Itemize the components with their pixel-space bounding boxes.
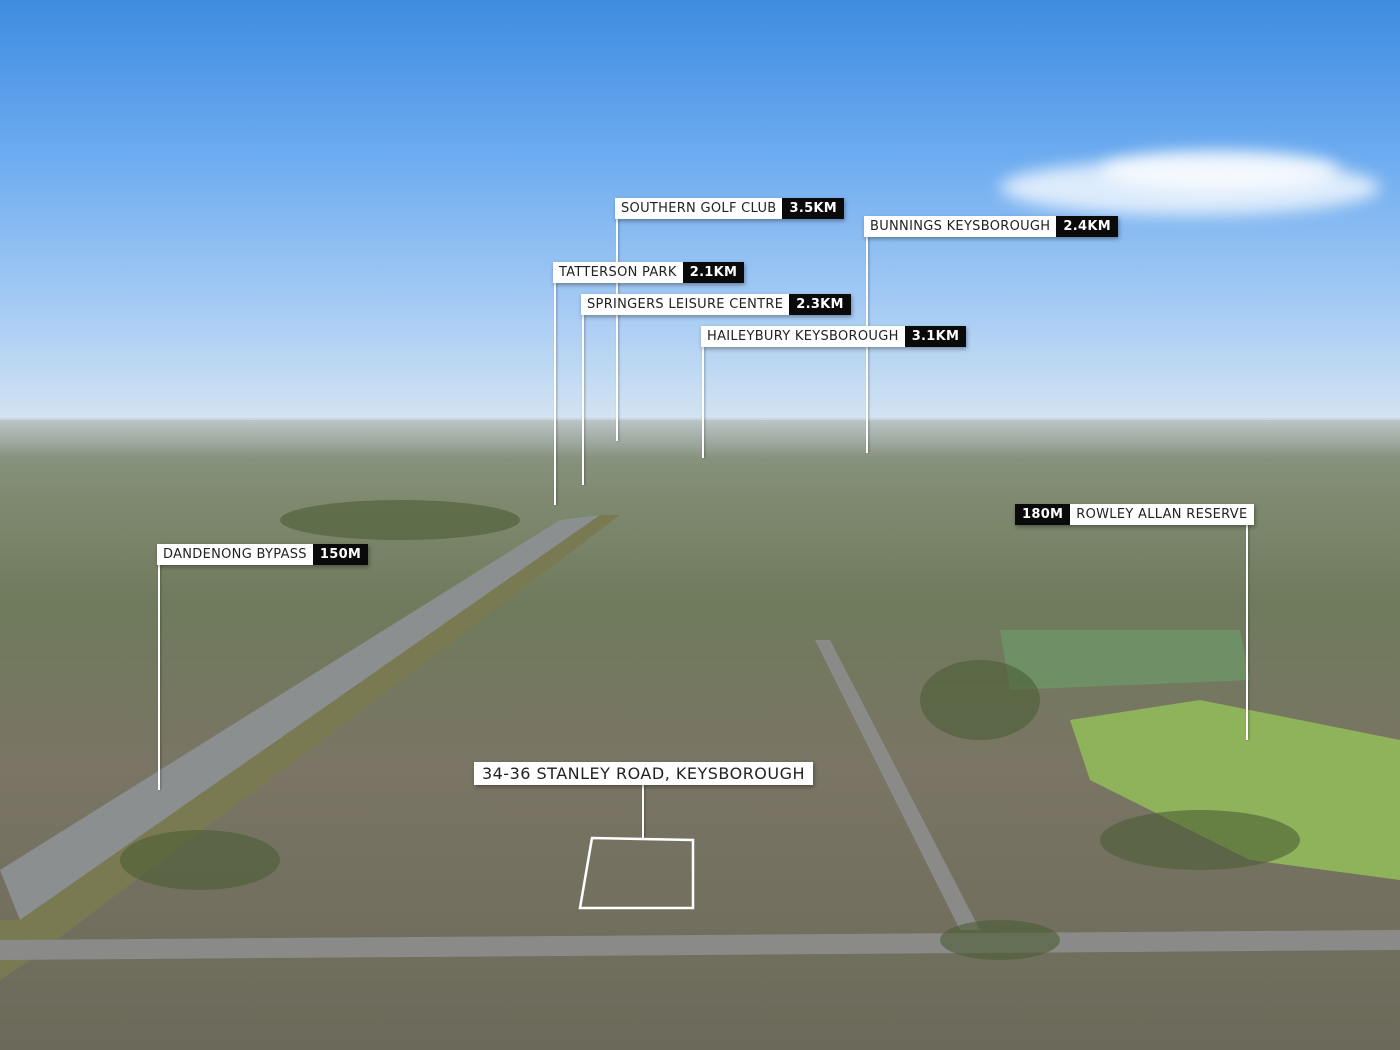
- landmark-label-tatterson-park: TATTERSON PARK 2.1KM: [553, 262, 745, 283]
- leader-line: [158, 565, 160, 790]
- cloud: [1100, 150, 1340, 190]
- landmark-distance: 150M: [312, 544, 369, 565]
- leader-line: [616, 219, 618, 441]
- landmark-distance: 3.5KM: [782, 198, 845, 219]
- landmark-name: DANDENONG BYPASS: [157, 544, 313, 565]
- landmark-distance: 2.3KM: [789, 294, 851, 315]
- leader-line: [642, 785, 644, 838]
- landmark-distance: 3.1KM: [904, 326, 967, 347]
- landmark-label-springers-leisure-centre: SPRINGERS LEISURE CENTRE 2.3KM: [581, 294, 851, 315]
- leader-line: [554, 283, 556, 505]
- landmark-label-bunnings: BUNNINGS KEYSBOROUGH 2.4KM: [864, 216, 1118, 237]
- landmark-name: BUNNINGS KEYSBOROUGH: [864, 216, 1057, 237]
- landmark-label-haileybury: HAILEYBURY KEYSBOROUGH 3.1KM: [701, 326, 967, 347]
- landmark-name: ROWLEY ALLAN RESERVE: [1070, 504, 1254, 525]
- landmark-distance: 2.1KM: [682, 262, 745, 283]
- landmark-distance: 180M: [1015, 504, 1071, 525]
- landmark-name: SOUTHERN GOLF CLUB: [615, 198, 783, 219]
- property-address-label: 34-36 STANLEY ROAD, KEYSBOROUGH: [474, 762, 813, 785]
- landmark-name: TATTERSON PARK: [553, 262, 683, 283]
- landmark-label-southern-golf-club: SOUTHERN GOLF CLUB 3.5KM: [615, 198, 845, 219]
- reserve-oval: [1070, 700, 1400, 880]
- leader-line: [1246, 525, 1248, 740]
- landmark-name: HAILEYBURY KEYSBOROUGH: [701, 326, 905, 347]
- landmark-label-dandenong-bypass: DANDENONG BYPASS 150M: [157, 544, 369, 565]
- landmark-label-rowley-allan-reserve: 180M ROWLEY ALLAN RESERVE: [1015, 504, 1254, 525]
- horizon-haze: [0, 418, 1400, 458]
- side-street: [815, 640, 980, 930]
- landmark-name: SPRINGERS LEISURE CENTRE: [581, 294, 790, 315]
- stanley-road: [0, 930, 1400, 960]
- bypass-verge: [0, 515, 620, 980]
- leader-line: [582, 315, 584, 485]
- leader-line: [702, 347, 704, 458]
- dandenong-bypass-road: [0, 515, 600, 920]
- tree-cover: [120, 500, 1300, 960]
- sports-courts: [1000, 630, 1250, 690]
- landmark-distance: 2.4KM: [1056, 216, 1118, 237]
- property-boundary: [578, 836, 695, 910]
